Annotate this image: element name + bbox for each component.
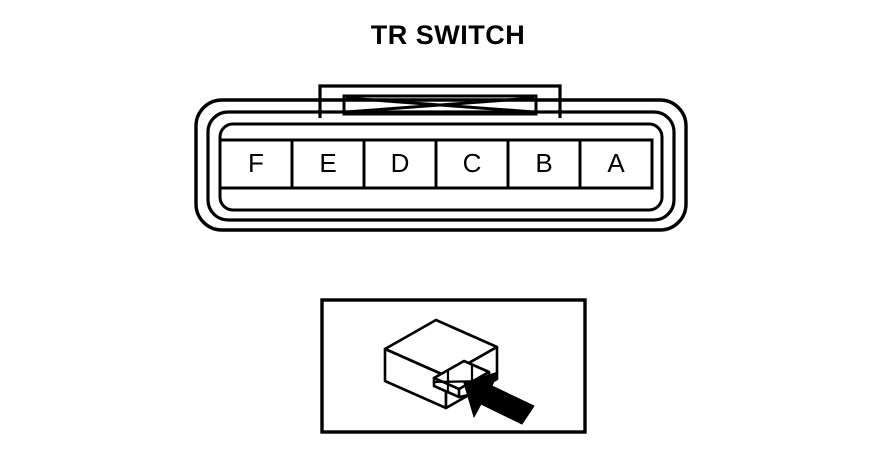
connector-shell-middle: [206, 110, 676, 222]
locking-tab-outline: [318, 84, 562, 118]
isometric-connector-body: [383, 318, 499, 410]
terminal-label-c: C: [463, 148, 482, 178]
terminal-label-a: A: [607, 148, 625, 178]
terminal-label-b: B: [535, 148, 552, 178]
terminal-label-d: D: [391, 148, 410, 178]
page-title: TR SWITCH: [370, 20, 526, 50]
inset-frame: [320, 298, 587, 434]
terminal-dividers: [290, 140, 582, 188]
connector-location-inset: [320, 298, 587, 434]
connector-shell-outer: [194, 98, 688, 232]
terminal-label-f: F: [248, 148, 264, 178]
terminal-label-e: E: [319, 148, 336, 178]
terminal-row: F E D C B A: [218, 138, 654, 190]
locking-tab-bar: [342, 94, 538, 116]
pointer-arrow-icon: [463, 371, 535, 425]
